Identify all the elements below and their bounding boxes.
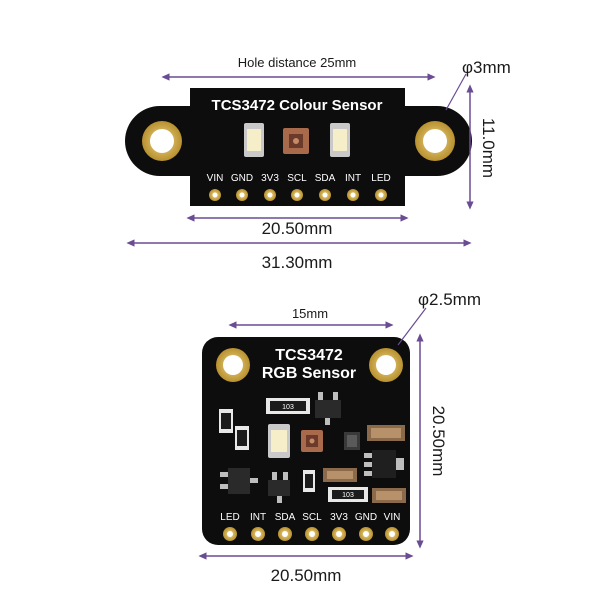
board1-pin-pads [209,189,387,201]
board2-rgb-sensor: 15mm TCS3472 RGB Sensor 103 [198,290,481,585]
board1-pin-label-gnd: GND [231,173,253,184]
board1-width-inner-label: 20.50mm [262,219,333,238]
board1-pin-label-vin: VIN [207,173,224,184]
board2-capacitor-right [367,425,405,441]
board2-width-label: 20.50mm [271,566,342,585]
board2-title-line2: RGB Sensor [262,365,356,382]
board1-color-sensor-chip [283,128,309,154]
board1-pin-label-scl: SCL [287,173,307,184]
board1-pin-label-sda: SDA [315,173,336,184]
board2-hole-diameter-leader [397,307,427,346]
board2-resistor-left-mid [235,426,249,450]
board2-small-cap [344,432,360,450]
board1-pin-label-3v3: 3V3 [261,173,279,184]
board2-pin-label-sda: SDA [275,512,296,523]
board1-pin-label-led: LED [371,173,390,184]
board2-pin-pads [223,527,399,541]
board2-color-sensor-chip [301,430,323,452]
board2-transistor-top [315,392,341,425]
board2-resistor-bottom-code: 103 [342,492,354,499]
board2-transistor-left [220,468,258,494]
board1-hole-distance-label: Hole distance 25mm [238,55,357,70]
board2-transistor-mid [268,472,290,503]
board2-resistor-left-upper [219,409,233,433]
board2-pin-label-led: LED [220,512,239,523]
board2-pin-label-vin: VIN [384,512,401,523]
board2-height-label: 20.50mm [429,406,448,477]
board2-resistor-top: 103 [266,398,310,414]
board2-title-line1: TCS3472 [275,347,343,364]
board2-pin-label-int: INT [250,512,266,523]
board1-hole-diameter-label: φ3mm [462,58,511,77]
board2-pin-label-gnd: GND [355,512,377,523]
board2-hole-distance-label: 15mm [292,306,328,321]
board2-regulator [364,450,404,478]
board2-pin-label-3v3: 3V3 [330,512,348,523]
board1-height-label: 11.0mm [479,118,498,178]
board2-capacitor-bottom-right [372,488,406,503]
board1-hole-diameter-leader [445,73,467,111]
board2-resistor-bottom: 103 [328,487,368,502]
board2-hole-diameter-label: φ2.5mm [418,290,481,309]
board2-resistor-top-code: 103 [282,404,294,411]
board1-led-left [244,123,264,157]
board1-led-right [330,123,350,157]
board2-capacitor-mid [323,468,357,482]
board2-led [268,424,290,458]
board1-width-total-label: 31.30mm [262,253,333,272]
board2-pin-label-scl: SCL [302,512,322,523]
board2-resistor-small [303,470,315,492]
board1-colour-sensor: Hole distance 25mm TCS3472 Colour Sensor… [125,55,511,272]
board1-title: TCS3472 Colour Sensor [212,97,383,114]
board1-pin-label-int: INT [345,173,361,184]
